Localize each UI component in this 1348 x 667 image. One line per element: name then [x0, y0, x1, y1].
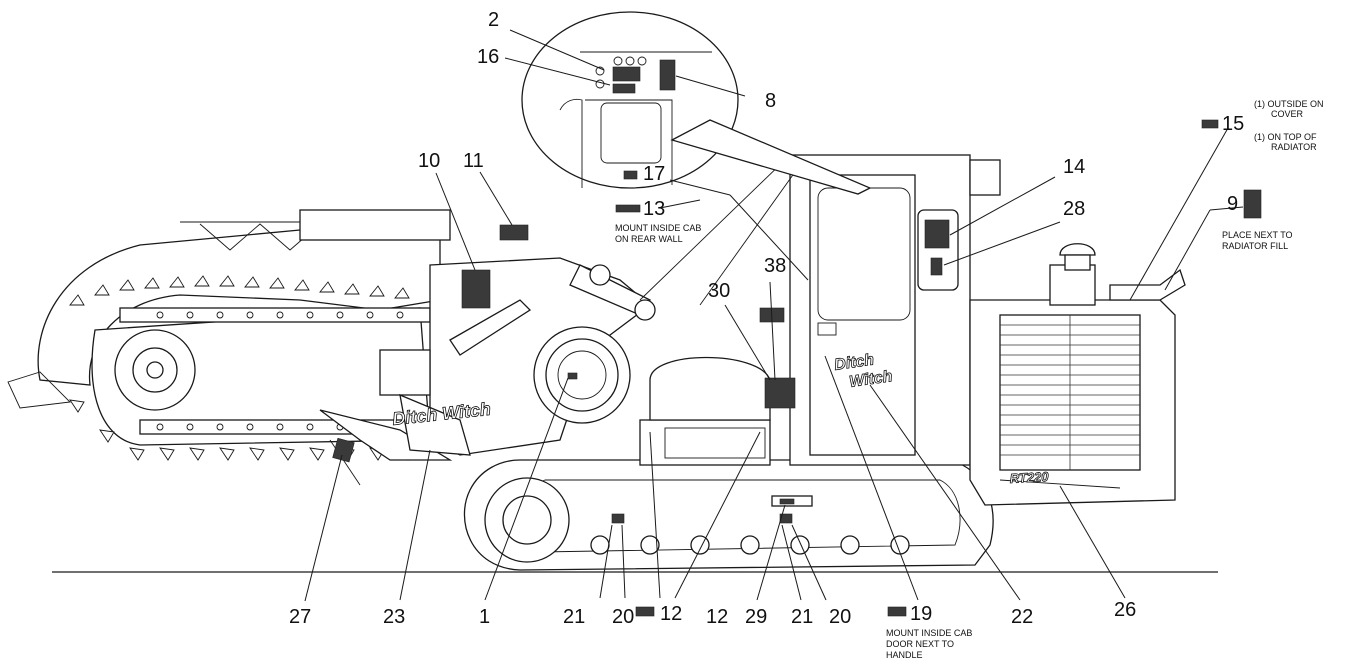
logo-cab-line2: Witch: [848, 368, 894, 391]
note-15-line4: RADIATOR: [1271, 142, 1317, 152]
decal-19-ref: [887, 606, 907, 617]
callout-numbers: 2 16 8 10 11 17 13 14 28 15 9 38 30 27 2…: [289, 9, 1244, 628]
cab-door: [809, 174, 916, 456]
logo-cab-line1: Ditch: [833, 352, 875, 374]
decal-10: [461, 269, 491, 309]
note-13-line1: MOUNT INSIDE CAB: [615, 223, 701, 233]
callout-21-left: 21: [563, 606, 585, 628]
decal-28: [930, 257, 943, 276]
decal-30: [764, 377, 796, 409]
decal-21-20b: [779, 513, 793, 524]
callout-1: 1: [479, 606, 490, 628]
callout-13: 13: [643, 198, 665, 220]
note-13-line2: ON REAR WALL: [615, 234, 683, 244]
decal-14: [924, 219, 950, 249]
note-19-line3: HANDLE: [886, 650, 923, 660]
callout-11: 11: [463, 150, 484, 172]
decal-11: [499, 224, 529, 241]
decal-markers: [332, 59, 1262, 617]
decal-1: [567, 372, 578, 380]
callout-12-left: 12: [660, 603, 682, 625]
callout-16: 16: [477, 46, 499, 68]
callout-29: 29: [745, 606, 767, 628]
callout-28: 28: [1063, 198, 1085, 220]
grille-lines: [1000, 315, 1140, 470]
callout-38: 38: [764, 255, 786, 277]
decal-13: [615, 204, 641, 213]
operator-cab: [639, 154, 1001, 466]
decal-2: [612, 66, 641, 82]
callout-20-right: 20: [829, 606, 851, 628]
trencher-boom: [7, 209, 451, 461]
callout-2: 2: [488, 9, 499, 31]
callout-22: 22: [1011, 606, 1033, 628]
callout-19: 19: [910, 603, 932, 625]
decal-8: [659, 59, 676, 91]
note-9-line2: RADIATOR FILL: [1222, 241, 1288, 251]
operator-seat-frame: [639, 419, 771, 466]
callout-27: 27: [289, 606, 311, 628]
model-badge: RT220: [1009, 469, 1049, 486]
callout-30: 30: [708, 280, 730, 302]
decal-12-ref: [635, 606, 655, 617]
note-19-line1: MOUNT INSIDE CAB: [886, 628, 972, 638]
leader-lines: [304, 29, 1244, 602]
decal-21-20a: [611, 513, 625, 524]
callout-9: 9: [1227, 193, 1238, 215]
decal-17: [623, 170, 638, 180]
note-15-line1: (1) OUTSIDE ON: [1254, 99, 1324, 109]
decal-9: [1243, 189, 1262, 219]
note-15-line2: COVER: [1271, 109, 1304, 119]
decal-16: [612, 83, 636, 94]
callout-26: 26: [1114, 599, 1136, 621]
callout-10: 10: [418, 150, 440, 172]
callout-12-right: 12: [706, 606, 728, 628]
callout-14: 14: [1063, 156, 1085, 178]
callout-23: 23: [383, 606, 405, 628]
placement-notes: MOUNT INSIDE CAB ON REAR WALL (1) OUTSID…: [615, 99, 1324, 660]
engine-compartment: [969, 243, 1186, 506]
track-undercarriage: [463, 356, 994, 571]
note-15-line3: (1) ON TOP OF: [1254, 132, 1317, 142]
cab-detail-inset: [521, 11, 872, 195]
note-19-line2: DOOR NEXT TO: [886, 639, 954, 649]
callout-8: 8: [765, 90, 776, 112]
callout-21-right: 21: [791, 606, 813, 628]
callout-15: 15: [1222, 113, 1244, 135]
callout-17: 17: [643, 163, 665, 185]
boom-cylinder: [449, 299, 532, 356]
callout-20-left: 20: [612, 606, 634, 628]
decal-29: [779, 498, 795, 505]
note-9-line1: PLACE NEXT TO: [1222, 230, 1293, 240]
decal-15: [1201, 119, 1219, 129]
